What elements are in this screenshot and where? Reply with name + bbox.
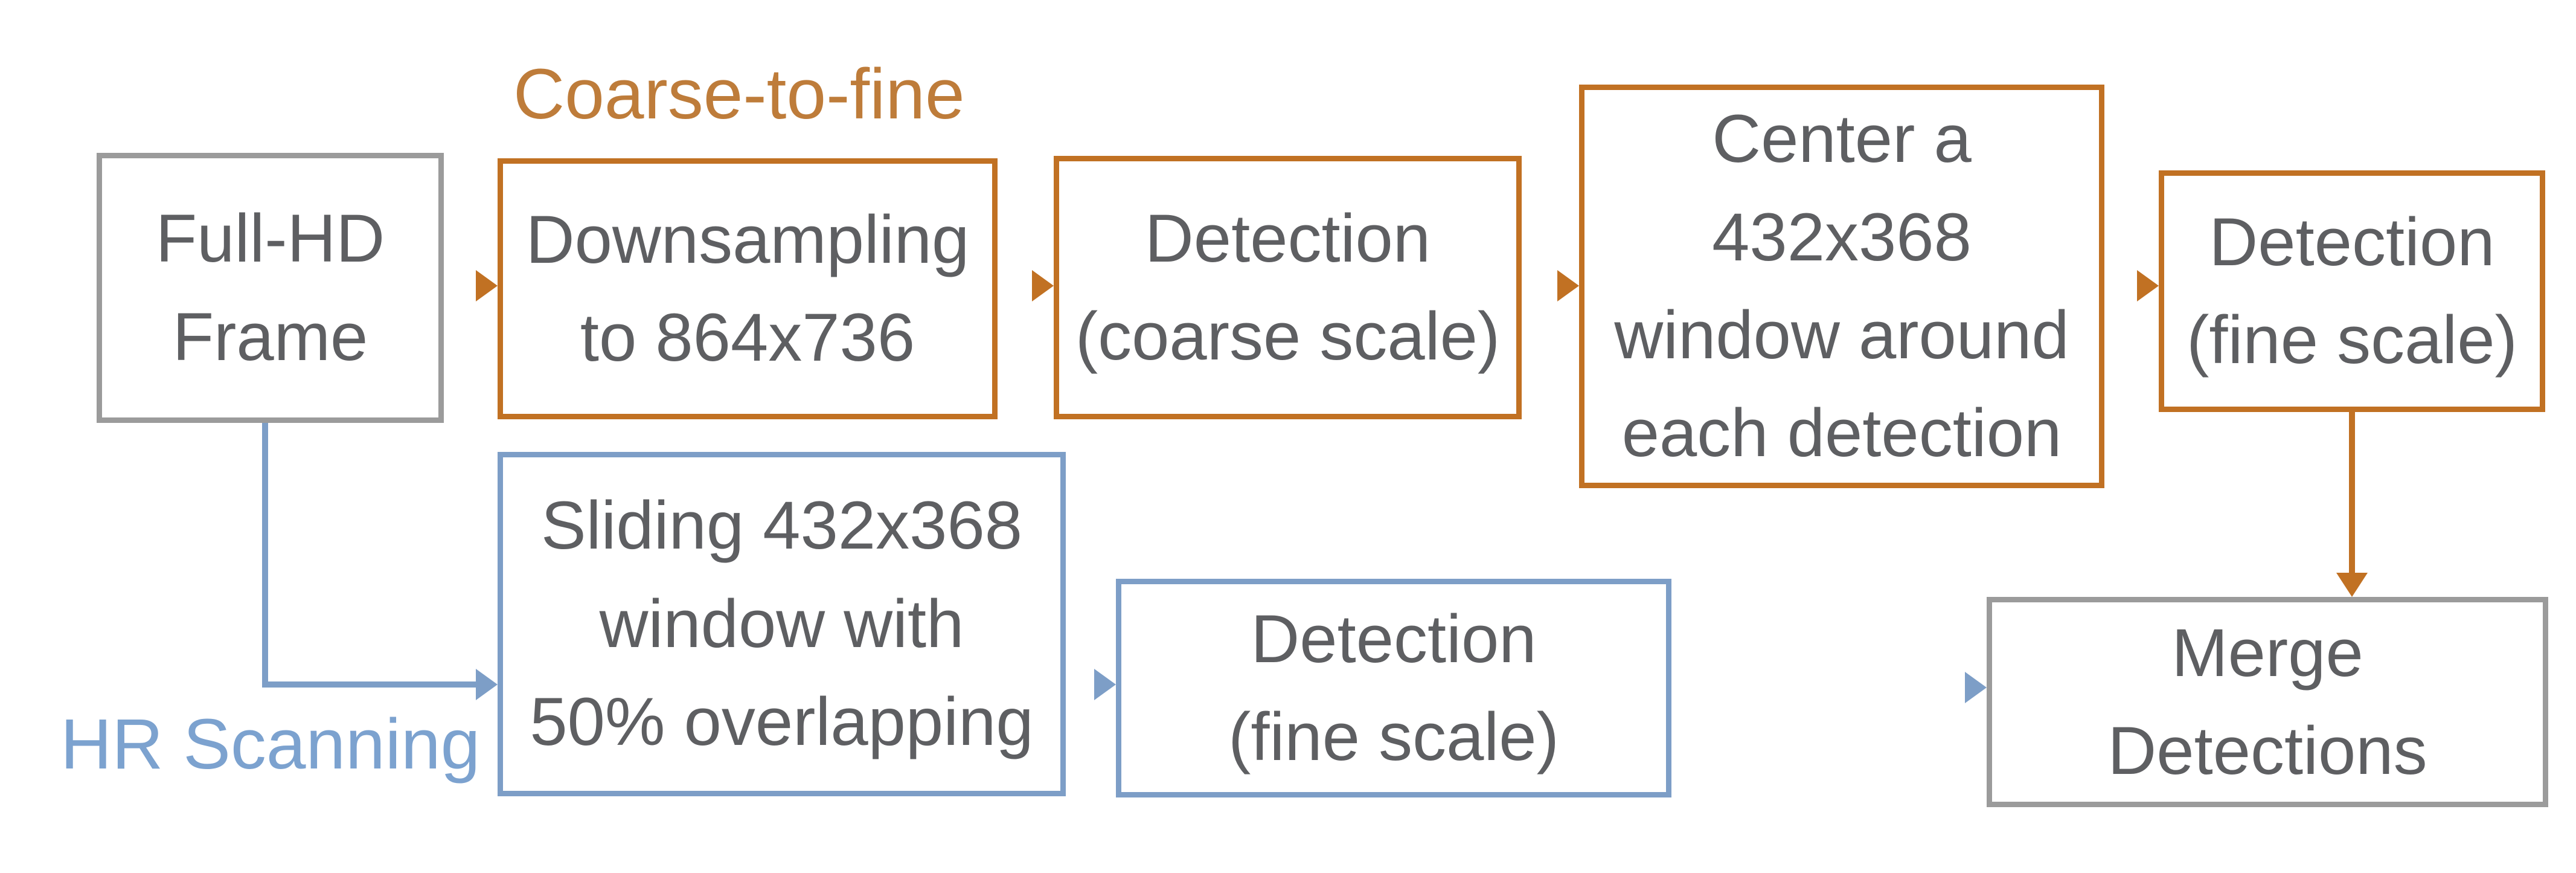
arrow-shaft <box>262 681 476 688</box>
box-downsampling-label: Downsampling to 864x736 <box>525 201 970 375</box>
box-sliding-window: Sliding 432x368 window with 50% overlapp… <box>498 452 1066 796</box>
arrow-shaft <box>2349 412 2355 573</box>
box-detection-coarse: Detection (coarse scale) <box>1054 156 1522 419</box>
box-merge-detections: Merge Detections <box>1987 597 2548 807</box>
arrow-fine-to-merge-down-icon <box>2336 412 2368 597</box>
box-detection-fine-top: Detection (fine scale) <box>2159 170 2545 412</box>
arrow-shaft <box>262 423 268 687</box>
box-merge-detections-label: Merge Detections <box>2107 614 2427 788</box>
coarse-to-fine-label: Coarse-to-fine <box>513 54 965 134</box>
arrow-head-icon <box>1032 270 1054 301</box>
box-full-hd-frame: Full-HD Frame <box>97 153 444 423</box>
arrow-fine-to-merge-icon <box>1671 672 1987 703</box>
box-center-window-label: Center a 432x368 window around each dete… <box>1614 101 2069 471</box>
arrow-sliding-to-fine-icon <box>1066 669 1116 700</box>
arrow-head-icon <box>476 669 498 700</box>
box-full-hd-frame-label: Full-HD Frame <box>155 201 385 375</box>
box-center-window: Center a 432x368 window around each dete… <box>1579 85 2104 488</box>
hr-scanning-label: HR Scanning <box>60 704 481 784</box>
box-detection-coarse-label: Detection (coarse scale) <box>1075 200 1501 374</box>
box-downsampling: Downsampling to 864x736 <box>498 158 998 419</box>
arrow-head-icon <box>2336 573 2368 597</box>
arrow-coarse-to-center-icon <box>1522 270 1579 301</box>
arrow-head-icon <box>476 270 498 301</box>
arrow-frame-to-downsampling-icon <box>444 270 498 301</box>
box-sliding-window-label: Sliding 432x368 window with 50% overlapp… <box>530 488 1034 760</box>
arrow-downsampling-to-coarse-icon <box>998 270 1054 301</box>
box-detection-fine-bottom: Detection (fine scale) <box>1116 579 1671 797</box>
arrow-head-icon <box>1557 270 1579 301</box>
arrow-head-icon <box>1965 672 1987 703</box>
arrow-head-icon <box>2137 270 2159 301</box>
box-detection-fine-bottom-label: Detection (fine scale) <box>1228 601 1559 775</box>
arrow-head-icon <box>1094 669 1116 700</box>
box-detection-fine-top-label: Detection (fine scale) <box>2187 204 2517 378</box>
arrow-center-to-fine-icon <box>2104 270 2159 301</box>
